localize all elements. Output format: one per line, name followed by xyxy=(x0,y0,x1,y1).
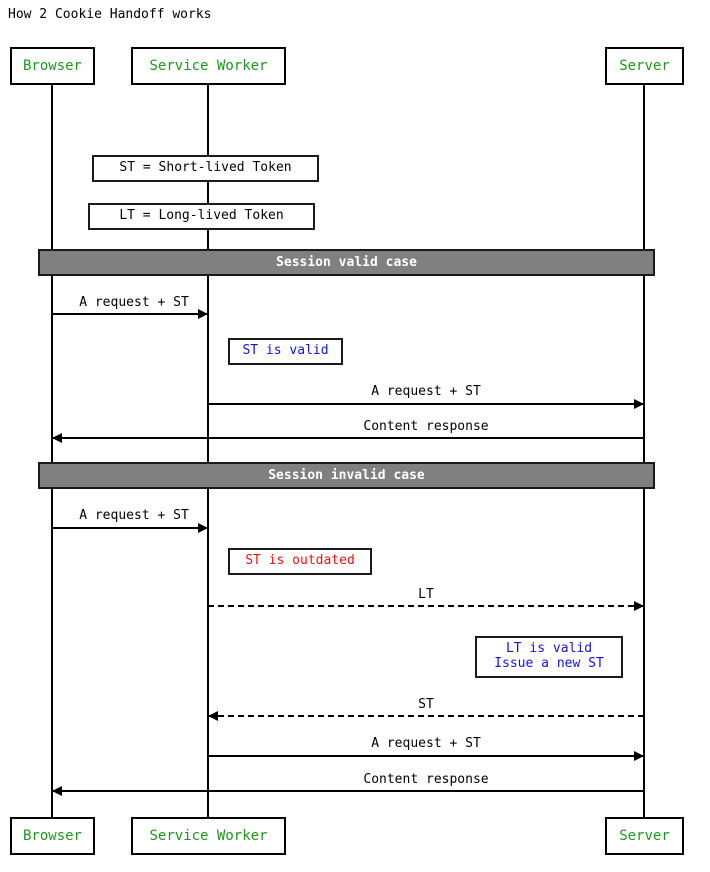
participant-label: Server xyxy=(619,828,670,844)
message-line-msg-1 xyxy=(52,313,208,315)
message-line-msg-8 xyxy=(52,790,644,792)
message-label-msg-4: A request + ST xyxy=(79,508,189,523)
message-arrowhead-msg-2 xyxy=(634,399,644,409)
participant-label: Service Worker xyxy=(149,828,268,844)
message-line-msg-7 xyxy=(208,755,644,757)
message-label-msg-3: Content response xyxy=(363,419,489,434)
message-label-msg-1: A request + ST xyxy=(79,295,189,310)
participant-bottom-server: Server xyxy=(605,817,684,855)
participant-top-service_worker: Service Worker xyxy=(131,47,286,85)
participant-label: Browser xyxy=(22,828,82,844)
message-arrowhead-msg-1 xyxy=(198,309,208,319)
message-arrowhead-msg-7 xyxy=(634,751,644,761)
message-line-msg-2 xyxy=(208,403,644,405)
section-label: Session invalid case xyxy=(268,468,425,483)
message-line-msg-6 xyxy=(208,715,644,717)
note-st: ST = Short-lived Token xyxy=(92,155,319,182)
message-label-msg-2: A request + ST xyxy=(371,384,481,399)
note-text: ST = Short-lived Token xyxy=(119,160,292,176)
message-label-msg-8: Content response xyxy=(363,772,489,787)
inline-note-st-outdated: ST is outdated xyxy=(228,548,372,575)
message-line-msg-3 xyxy=(52,437,644,439)
message-line-msg-5 xyxy=(208,605,644,607)
lifeline-browser xyxy=(51,85,53,817)
message-arrowhead-msg-8 xyxy=(52,786,62,796)
participant-top-browser: Browser xyxy=(10,47,95,85)
note-text: ST is valid xyxy=(242,343,329,359)
page-title: How 2 Cookie Handoff works xyxy=(8,7,212,22)
section-band-valid: Session valid case xyxy=(38,249,655,276)
note-text-line2: Issue a new ST xyxy=(494,656,604,671)
participant-label: Server xyxy=(619,58,670,74)
note-text: ST is outdated xyxy=(245,553,355,569)
message-label-msg-6: ST xyxy=(418,697,434,712)
message-arrowhead-msg-6 xyxy=(208,711,218,721)
participant-label: Service Worker xyxy=(149,58,268,74)
lifeline-server xyxy=(643,85,645,817)
participant-bottom-browser: Browser xyxy=(10,817,95,855)
message-label-msg-5: LT xyxy=(418,587,434,602)
participant-label: Browser xyxy=(22,58,82,74)
note-text-line1: LT is valid xyxy=(505,641,593,657)
inline-note-st-valid: ST is valid xyxy=(228,338,343,365)
note-lt: LT = Long-lived Token xyxy=(88,203,315,230)
lifeline-service_worker xyxy=(207,85,209,817)
section-band-invalid: Session invalid case xyxy=(38,462,655,489)
message-arrowhead-msg-5 xyxy=(634,601,644,611)
participant-top-server: Server xyxy=(605,47,684,85)
message-line-msg-4 xyxy=(52,527,208,529)
section-label: Session valid case xyxy=(276,255,417,270)
participant-bottom-service_worker: Service Worker xyxy=(131,817,286,855)
message-arrowhead-msg-4 xyxy=(198,523,208,533)
message-arrowhead-msg-3 xyxy=(52,433,62,443)
message-label-msg-7: A request + ST xyxy=(371,736,481,751)
note-text: LT = Long-lived Token xyxy=(119,208,284,224)
